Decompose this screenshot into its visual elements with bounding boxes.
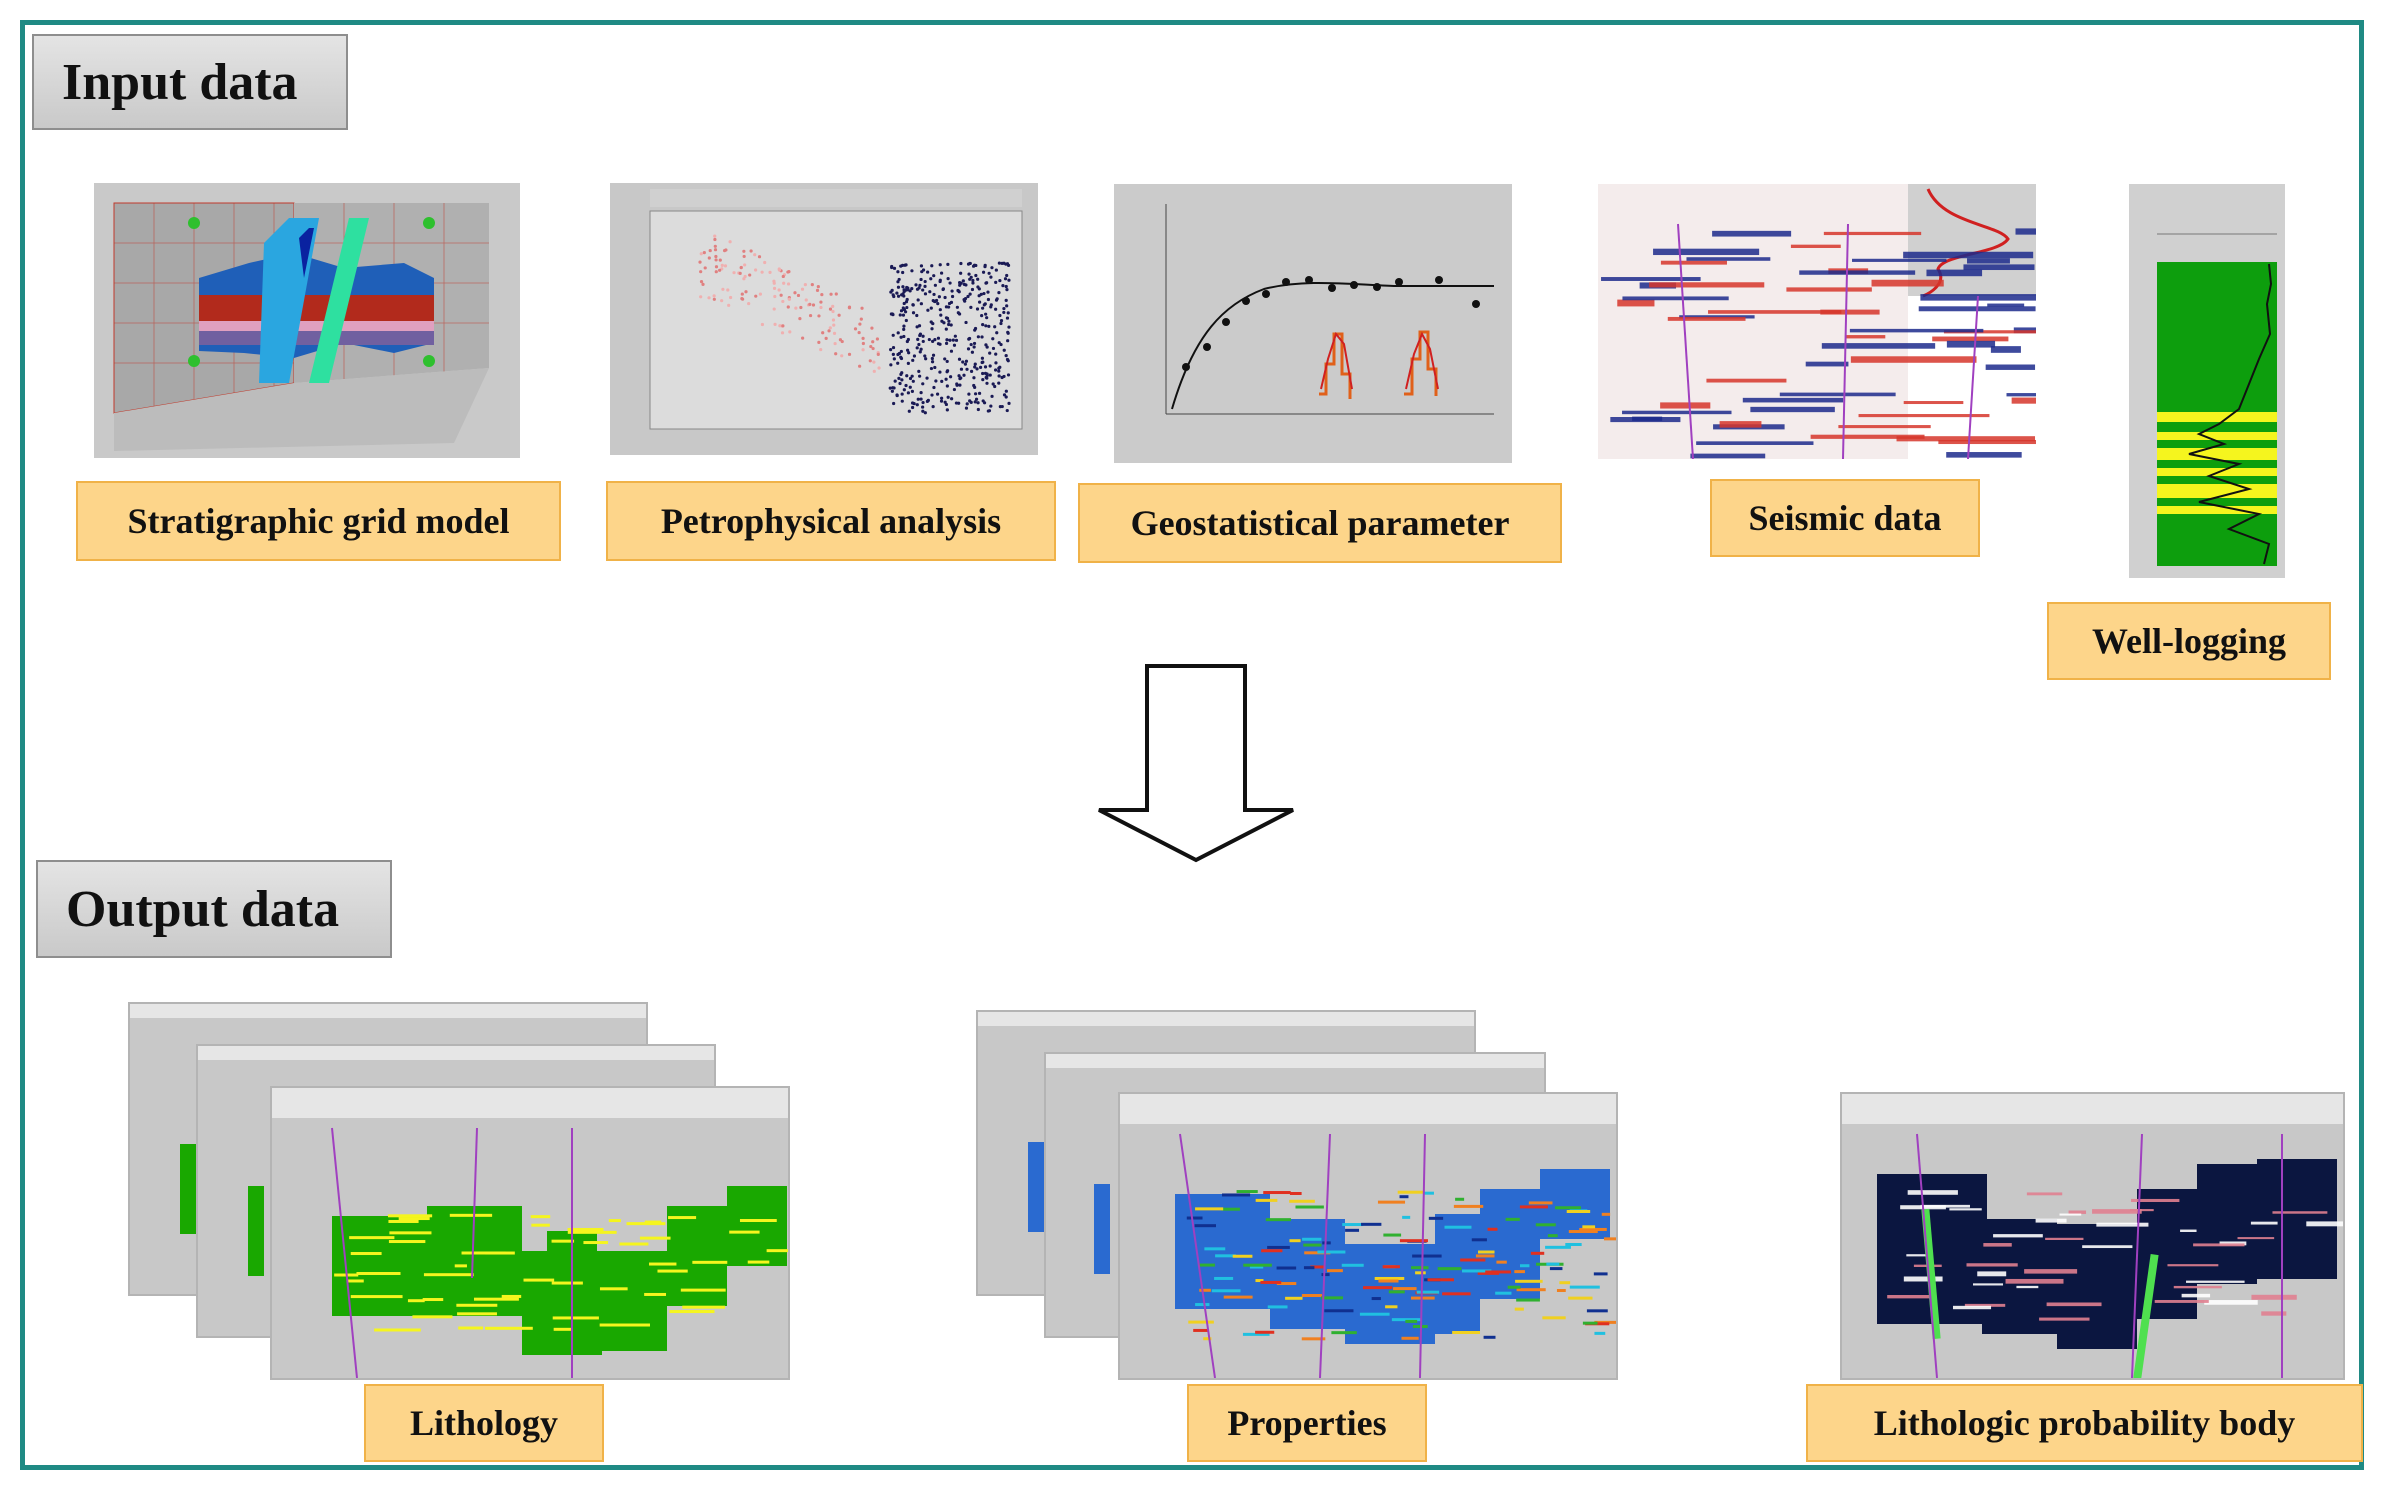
properties-label: Properties <box>1187 1384 1427 1462</box>
seismic-section-image <box>1598 184 2036 459</box>
output-section-title: Output data <box>36 860 392 958</box>
seismic-data-label: Seismic data <box>1710 479 1980 557</box>
variogram-chart-image <box>1114 184 1512 463</box>
petrophysical-analysis-label: Petrophysical analysis <box>606 481 1056 561</box>
well-log-track-image <box>2129 184 2285 578</box>
lithology-section-stack-image <box>128 1002 790 1380</box>
stratigraphic-grid-3d-image <box>94 183 520 458</box>
down-arrow-icon <box>1095 664 1297 869</box>
diagram-frame <box>20 20 2364 1470</box>
input-section-title: Input data <box>32 34 348 130</box>
lithologic-probability-body-label: Lithologic probability body <box>1806 1384 2363 1462</box>
well-logging-label: Well-logging <box>2047 602 2331 680</box>
properties-section-stack-image <box>976 1010 1618 1380</box>
lithology-label: Lithology <box>364 1384 604 1462</box>
crossplot-scatter-image <box>610 183 1038 455</box>
stratigraphic-grid-model-label: Stratigraphic grid model <box>76 481 561 561</box>
geostatistical-parameter-label: Geostatistical parameter <box>1078 483 1562 563</box>
probability-section-image <box>1840 1092 2345 1380</box>
